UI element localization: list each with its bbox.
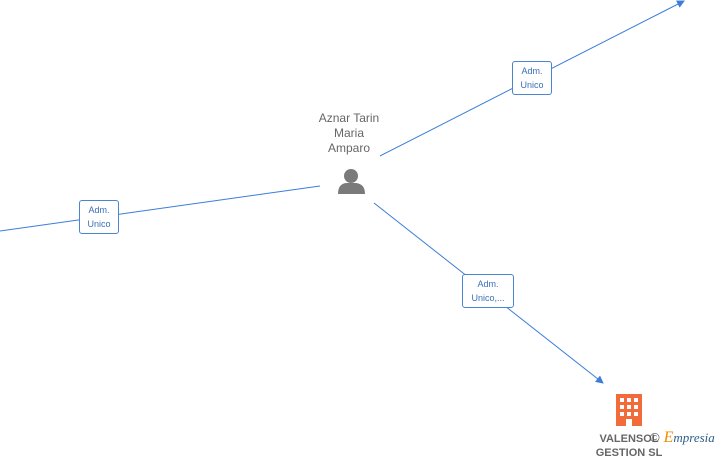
building-icon[interactable] xyxy=(616,394,642,426)
copyright-symbol: © xyxy=(650,430,660,445)
edge-line-left xyxy=(0,185,321,232)
edge-label-company[interactable]: Adm. Unico,... xyxy=(462,274,514,308)
empresia-watermark: ©Empresia xyxy=(650,429,715,447)
brand-initial: E xyxy=(663,429,674,446)
brand-rest: mpresia xyxy=(673,430,715,445)
person-name-label[interactable]: Aznar Tarin Maria Amparo xyxy=(318,111,380,155)
edge-label-top-right[interactable]: Adm. Unico xyxy=(512,61,552,95)
person-icon[interactable] xyxy=(338,169,365,194)
edge-label-left[interactable]: Adm. Unico xyxy=(79,200,119,234)
